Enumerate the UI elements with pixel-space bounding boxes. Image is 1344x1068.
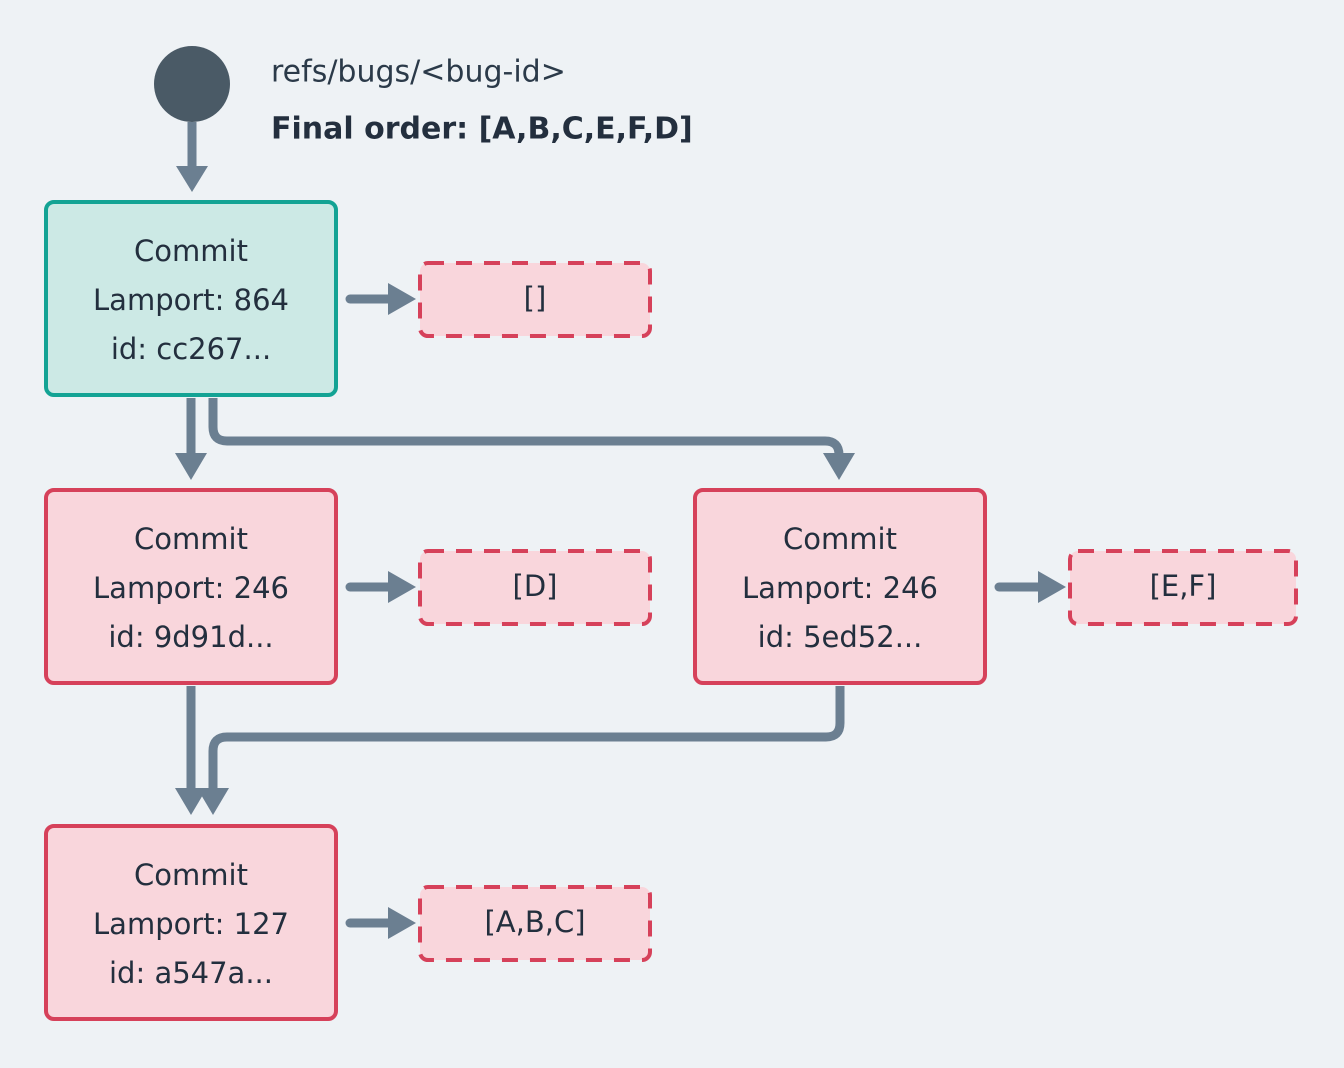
stub-cc267-to-annotation [345,283,416,315]
node-lamport: Lamport: 246 [93,571,289,605]
annotation-box [418,549,652,626]
commit-node-9d91d[interactable]: Commit Lamport: 246 id: 9d91d... [44,488,338,685]
node-box [44,200,338,397]
annotation-box-a547a: [A,B,C] [418,885,652,962]
stub-5ed52-to-annotation [994,571,1066,603]
annotation-box-9d91d: [D] [418,549,652,626]
annotation-label: [E,F] [1150,569,1217,603]
edge-9d91d-to-a547a [175,686,207,815]
commit-node-a547a[interactable]: Commit Lamport: 127 id: a547a... [44,824,338,1021]
annotation-box-5ed52: [E,F] [1068,549,1298,626]
node-title: Commit [783,522,897,556]
annotation-label: [] [524,281,547,315]
node-hash: id: 9d91d... [108,620,273,654]
edge-cc267-to-9d91d [175,398,207,480]
node-box [44,488,338,685]
node-title: Commit [134,858,248,892]
ref-label: refs/bugs/<bug-id> [271,55,566,90]
edge-5ed52-to-a547a [197,686,845,815]
node-hash: id: 5ed52... [758,620,923,654]
node-lamport: Lamport: 864 [93,283,289,317]
commit-node-5ed52[interactable]: Commit Lamport: 246 id: 5ed52... [693,488,987,685]
node-box [693,488,987,685]
edge-root-to-cc267 [176,122,208,192]
stub-9d91d-to-annotation [345,571,416,603]
stub-a547a-to-annotation [345,907,416,939]
annotation-box [1068,549,1298,626]
annotation-label: [D] [513,569,558,603]
edge-cc267-to-5ed52 [208,398,855,480]
final-order-label: Final order: [A,B,C,E,F,D] [271,112,693,147]
node-hash: id: cc267... [111,332,271,366]
root-dot-icon [154,46,230,122]
node-title: Commit [134,234,248,268]
node-hash: id: a547a... [109,956,273,990]
annotation-box [418,885,652,962]
annotation-label: [A,B,C] [484,905,585,939]
node-lamport: Lamport: 127 [93,907,289,941]
commit-node-cc267[interactable]: Commit Lamport: 864 id: cc267... [44,200,338,397]
node-title: Commit [134,522,248,556]
node-lamport: Lamport: 246 [742,571,938,605]
annotation-box-cc267: [] [418,261,652,338]
node-box [44,824,338,1021]
annotation-box [418,261,652,338]
